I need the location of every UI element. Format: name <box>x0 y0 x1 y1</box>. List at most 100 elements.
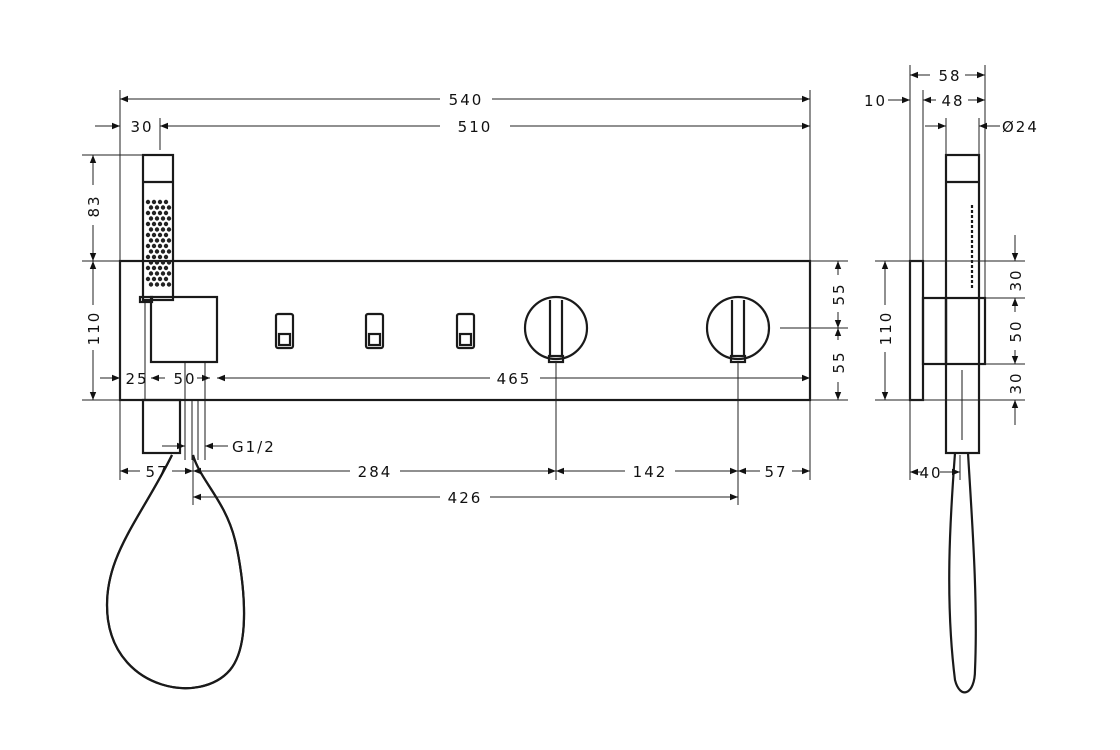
nozzle-dot <box>163 243 169 249</box>
nozzle-dot <box>151 254 157 260</box>
dim-30-top: 30 <box>1007 268 1025 291</box>
nozzle-dot <box>160 238 166 243</box>
dim-58: 58 <box>938 67 961 85</box>
side-holder-front <box>944 296 987 366</box>
nozzle-dot <box>160 227 166 232</box>
hose <box>105 454 246 690</box>
nozzle-dot <box>166 282 172 287</box>
holder-ledge <box>138 295 154 304</box>
dim-110-front: 110 <box>85 311 103 346</box>
dim-40: 40 <box>919 464 942 482</box>
nozzle-dot <box>160 260 166 265</box>
nozzle-dot <box>163 265 169 271</box>
switch-button[interactable] <box>455 312 476 350</box>
nozzle-dot <box>151 221 157 227</box>
nozzle-dot <box>145 199 151 205</box>
dim-48: 48 <box>941 92 964 110</box>
dim-110-side: 110 <box>877 311 895 346</box>
dim-50-front: 50 <box>173 370 196 388</box>
nozzle-dot <box>154 227 160 232</box>
dim-50-side: 50 <box>1007 319 1025 342</box>
handshower-holder <box>149 295 219 364</box>
nozzle-dot <box>154 249 160 254</box>
nozzle-dot <box>151 243 157 249</box>
nozzle-dot <box>151 265 157 271</box>
nozzle-dot <box>166 205 172 210</box>
nozzle-dot <box>157 243 163 249</box>
nozzle-dot <box>163 254 169 260</box>
nozzle-dot <box>160 249 166 254</box>
switch-button[interactable] <box>364 312 385 350</box>
nozzle-dot <box>148 271 154 276</box>
nozzle-dot <box>157 221 163 227</box>
front-dimensions: 540 30 510 83 110 25 50 465 G1/2 57 284 … <box>82 90 848 507</box>
nozzle-dot <box>151 199 157 205</box>
dim-25: 25 <box>125 370 148 388</box>
nozzle-dot <box>151 210 157 216</box>
dim-426: 426 <box>448 489 483 507</box>
nozzle-dot <box>145 276 151 282</box>
nozzle-dot <box>148 260 154 265</box>
nozzle-dot <box>157 232 163 238</box>
nozzle-dot <box>166 227 172 232</box>
dim-57-right: 57 <box>764 463 787 481</box>
front-view <box>105 153 812 690</box>
nozzle-dot <box>154 238 160 243</box>
side-holder <box>921 296 948 366</box>
nozzle-dot <box>166 249 172 254</box>
nozzle-dot <box>151 276 157 282</box>
nozzle-dot <box>157 254 163 260</box>
nozzle-dot <box>154 216 160 221</box>
nozzle-dot <box>154 271 160 276</box>
nozzle-dot <box>163 210 169 216</box>
thermostat-knob[interactable] <box>523 295 589 364</box>
nozzle-dot <box>163 232 169 238</box>
nozzle-dot <box>145 221 151 227</box>
dim-30-bottom: 30 <box>1007 371 1025 394</box>
volume-knob[interactable] <box>705 295 771 364</box>
dim-d24: Ø24 <box>1002 118 1039 136</box>
nozzle-dot <box>145 265 151 271</box>
nozzle-dot <box>145 254 151 260</box>
nozzle-dot <box>157 276 163 282</box>
nozzle-dot <box>154 205 160 210</box>
side-view <box>908 153 987 694</box>
side-dimensions: 58 10 48 Ø24 110 30 50 30 40 <box>864 65 1039 482</box>
dim-55-top: 55 <box>830 282 848 305</box>
nozzle-dot <box>166 238 172 243</box>
nozzle-dot <box>148 282 154 287</box>
dim-10: 10 <box>864 92 887 110</box>
nozzle-dot <box>148 205 154 210</box>
nozzle-dot <box>166 216 172 221</box>
side-plate <box>908 259 925 402</box>
dim-540: 540 <box>449 91 484 109</box>
nozzle-dot <box>163 199 169 205</box>
dim-55-bottom: 55 <box>830 350 848 373</box>
nozzle-dot <box>154 260 160 265</box>
nozzle-dot <box>157 265 163 271</box>
dim-142: 142 <box>633 463 668 481</box>
nozzle-dot <box>154 282 160 287</box>
dim-g12: G1/2 <box>232 438 276 456</box>
dim-57-left: 57 <box>145 463 168 481</box>
hose-sleeve <box>141 398 182 455</box>
nozzle-dot <box>148 216 154 221</box>
side-hose <box>948 452 977 694</box>
nozzle-dot <box>160 216 166 221</box>
dim-465: 465 <box>497 370 532 388</box>
nozzle-dot <box>148 227 154 232</box>
spray-nozzles <box>145 199 172 287</box>
nozzle-dot <box>157 210 163 216</box>
nozzle-dot <box>148 249 154 254</box>
switch-button[interactable] <box>274 312 295 350</box>
nozzle-dot <box>160 282 166 287</box>
nozzle-dot <box>160 271 166 276</box>
hose-inner <box>105 454 246 690</box>
nozzle-dot <box>145 243 151 249</box>
nozzle-dot <box>157 199 163 205</box>
nozzle-dot <box>151 232 157 238</box>
handshower <box>141 153 175 302</box>
dim-83: 83 <box>85 194 103 217</box>
nozzle-dot <box>166 260 172 265</box>
